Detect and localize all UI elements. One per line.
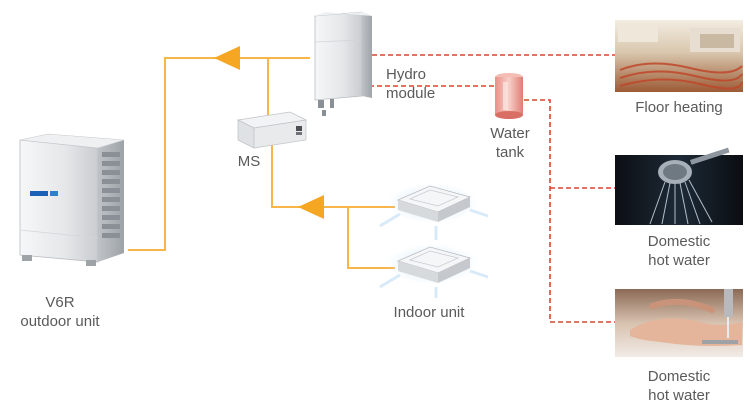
hydro-module-label: Hydro module <box>386 66 436 102</box>
floor-heating-image <box>615 20 743 92</box>
water-tank-label: Water tank <box>490 125 530 161</box>
water-pipes <box>340 54 615 323</box>
indoor-unit-label: Indoor unit <box>393 304 465 321</box>
outdoor-unit <box>19 133 125 266</box>
ms-label: MS <box>237 153 261 170</box>
hydro-module <box>314 11 372 116</box>
floor-heating-label: Floor heating <box>635 99 723 116</box>
indoor-unit <box>379 183 489 240</box>
domestic-hot-water-label: Domestic hot water <box>647 233 711 269</box>
pipe-to-ms <box>238 57 269 118</box>
pipe-outdoor-to-hydro <box>128 57 310 251</box>
flow-arrow-icon <box>298 195 324 219</box>
flow-arrow-icon <box>214 46 240 70</box>
domestic-hot-water-label: Domestic hot water <box>647 368 711 404</box>
outdoor-unit-label: V6R outdoor unit <box>20 294 100 330</box>
pipe-tank-branch <box>524 99 615 323</box>
hand-washing-image <box>615 289 743 357</box>
water-tank <box>495 73 523 119</box>
indoor-unit <box>379 244 489 298</box>
ms-box <box>236 111 308 149</box>
pipe-to-indoor-2 <box>347 207 395 269</box>
brand-logo <box>30 191 58 196</box>
pipe-ms-to-indoor <box>271 142 395 208</box>
shower-image <box>615 147 743 225</box>
